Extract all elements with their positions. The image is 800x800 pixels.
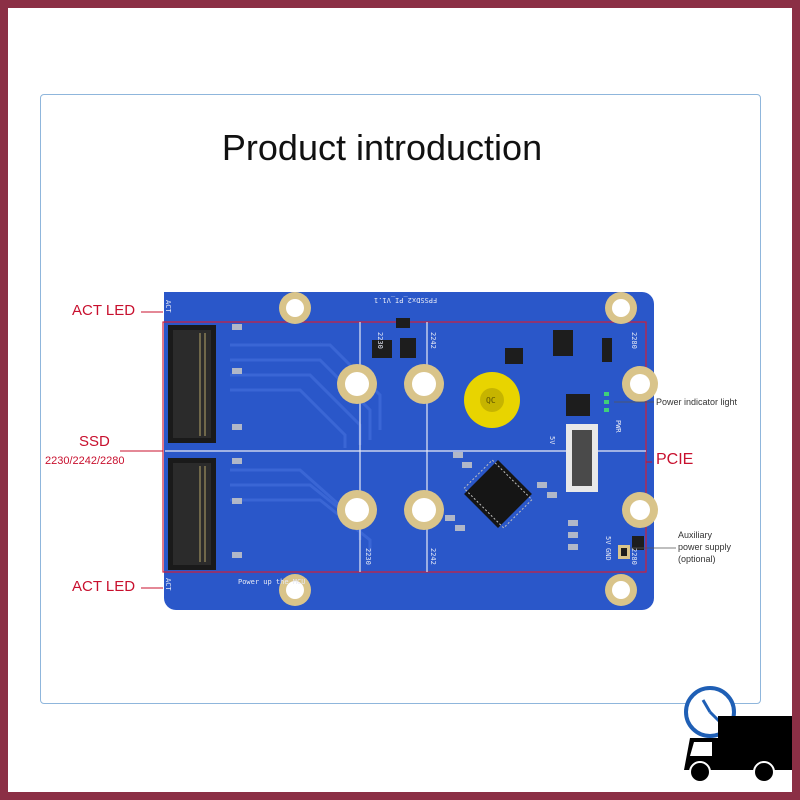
five-v-top-silk-text: 5V (548, 436, 556, 445)
gnd-silk-text: GND (604, 548, 612, 561)
ssd-sizes-label: 2230/2242/2280 (45, 455, 125, 467)
act-silk-top: ACT (164, 300, 172, 313)
qc-sticker-text: QC (486, 396, 496, 405)
pcie-label: PCIE (656, 451, 694, 468)
callout-lines (120, 311, 652, 589)
controller-chip (463, 459, 533, 529)
pwr-silk-text: PWR (614, 420, 622, 433)
aux-power-label-line2: power supply (678, 542, 732, 552)
slot-dividers (165, 322, 646, 572)
slot-label-2280-top: 2280 (630, 332, 638, 349)
board-model-text: FPSSDx2_PI_V1.1 (374, 296, 437, 304)
slot-label-2242-top: 2242 (429, 332, 437, 349)
aux-power-label-line3: (optional) (678, 554, 716, 564)
act-led-top-label: ACT LED (72, 302, 136, 319)
slot-label-2280-bottom: 2280 (630, 548, 638, 565)
m2-connector-bottom (168, 458, 216, 570)
five-v-silk-text: 5V (604, 536, 612, 545)
m2-connector-top (168, 325, 216, 443)
gray-callout-lines (614, 401, 676, 549)
power-indicator-label: Power indicator light (656, 397, 738, 407)
passive-components (232, 324, 578, 558)
ssd-label: SSD (79, 433, 110, 450)
act-led-bottom-label: ACT LED (72, 578, 136, 595)
power-indicator-leds (604, 392, 609, 412)
smd-components (372, 318, 644, 550)
slot-label-2230-bottom: 2230 (364, 548, 372, 565)
page-title: Product introduction (221, 127, 543, 168)
act-silk-bottom: ACT (164, 578, 172, 591)
qc-sticker (464, 372, 520, 428)
power-up-silk-text: Power up the MCU (238, 578, 305, 586)
slot-label-2230-top: 2230 (376, 332, 384, 349)
slot-label-2242-bottom: 2242 (429, 548, 437, 565)
aux-power-pads (618, 545, 630, 559)
aux-power-label-line1: Auxiliary (678, 530, 713, 540)
pcie-fpc-connector (566, 424, 598, 492)
mount-holes (279, 292, 658, 606)
delivery-truck-icon (684, 686, 792, 783)
